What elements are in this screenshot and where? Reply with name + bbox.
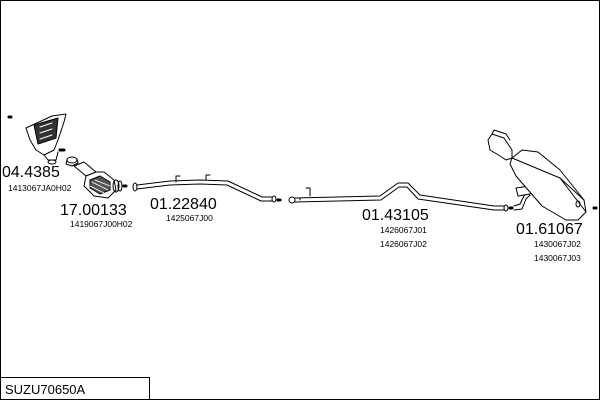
oem-ref-rear-silencer-2: 1430067J03 — [534, 253, 581, 263]
part-number-rear-silencer: 01.61067 — [516, 221, 583, 238]
catalytic-converter-drawing — [65, 156, 128, 199]
part-number-manifold: 04.4385 — [2, 164, 60, 181]
oem-ref-intermediate-pipe-2: 1426067J02 — [380, 239, 427, 249]
assembly-code: SUZU70650A — [5, 382, 86, 397]
oem-ref-rear-silencer-1: 1430067J02 — [534, 239, 581, 249]
oem-ref-catalyst: 1419067J00H02 — [70, 219, 133, 229]
front-pipe-drawing — [132, 174, 282, 203]
title-box: SUZU70650A — [1, 377, 150, 399]
manifold-downpipe-drawing — [7, 113, 67, 165]
oem-ref-manifold: 1413067JA0H02 — [8, 183, 72, 193]
part-number-catalyst: 17.00133 — [60, 202, 127, 219]
part-number-intermediate-pipe: 01.43105 — [362, 207, 429, 224]
part-number-front-pipe: 01.22840 — [150, 196, 217, 213]
oem-ref-intermediate-pipe-1: 1426067J01 — [380, 225, 427, 235]
oem-ref-front-pipe: 1425067J00 — [166, 213, 213, 223]
rear-silencer-drawing — [487, 129, 598, 221]
intermediate-pipe-drawing — [288, 182, 514, 212]
